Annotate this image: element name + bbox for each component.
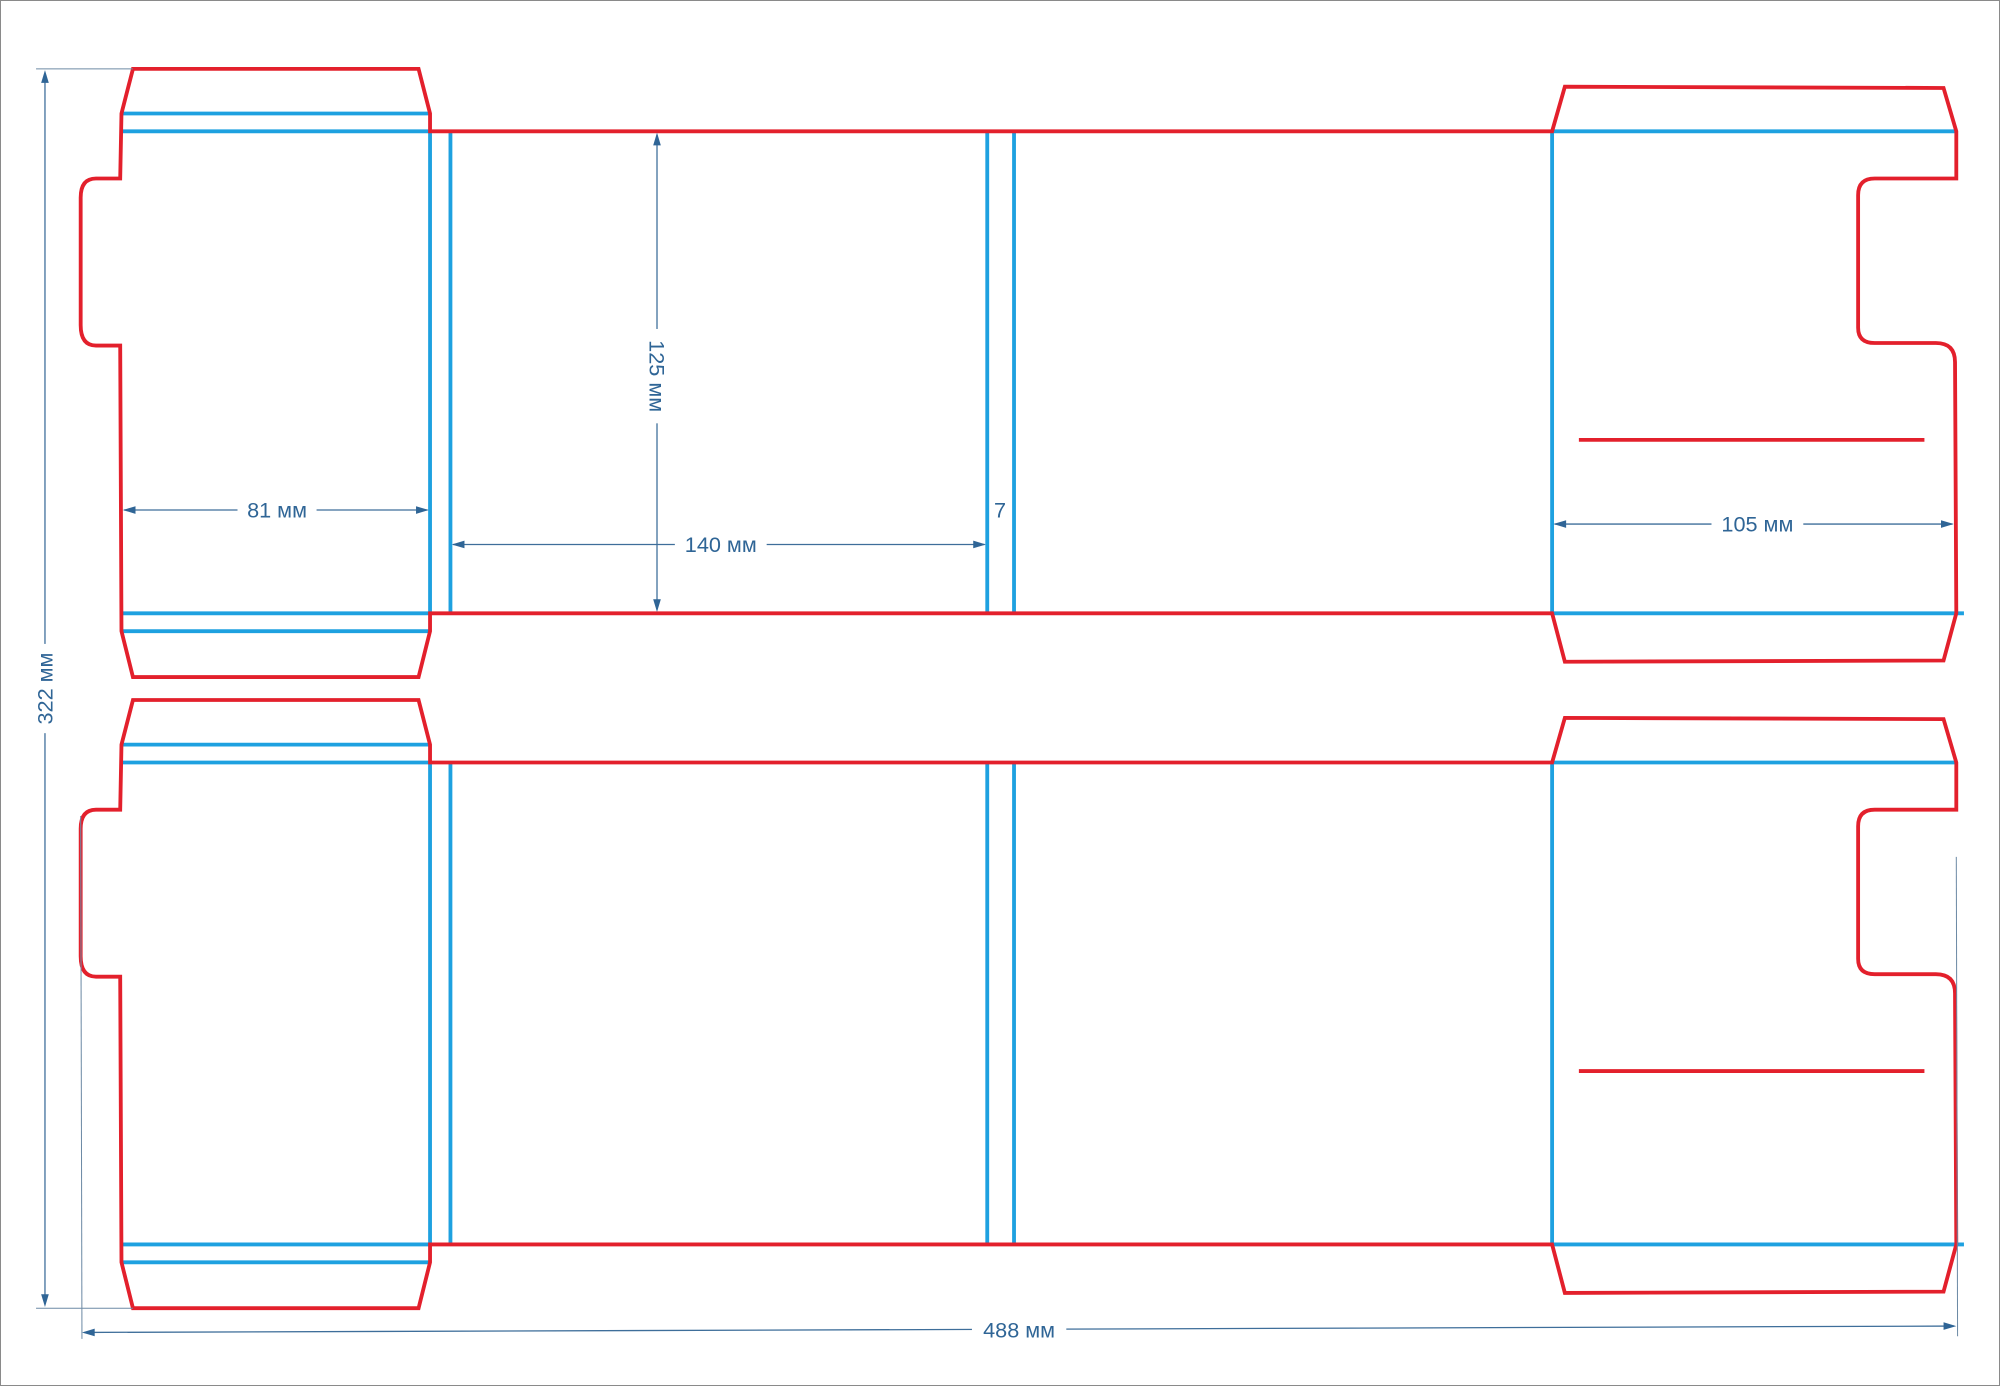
end-flap-width-label: 105 мм bbox=[1721, 512, 1793, 537]
dimension-end-flap: 105 мм bbox=[1553, 511, 1954, 537]
dimension-side-flap: 81 мм bbox=[122, 497, 429, 523]
dimension-overall-height: 322 мм bbox=[33, 68, 133, 1309]
box-blank-bottom bbox=[78, 698, 1966, 1311]
dimension-front-panel: 140 мм bbox=[451, 531, 986, 558]
box-blank-top bbox=[78, 66, 1966, 679]
dimension-panel-height: 125 мм bbox=[644, 132, 670, 613]
dimension-overall-width: 488 мм bbox=[80, 816, 1959, 1343]
panel-height-label: 125 мм bbox=[644, 340, 669, 412]
overall-height-label: 322 мм bbox=[33, 653, 58, 725]
front-panel-width-label: 140 мм bbox=[685, 532, 757, 557]
overall-width-label: 488 мм bbox=[983, 1318, 1055, 1343]
glue-gap-label: 7 bbox=[994, 498, 1006, 523]
side-flap-width-label: 81 мм bbox=[247, 498, 307, 523]
